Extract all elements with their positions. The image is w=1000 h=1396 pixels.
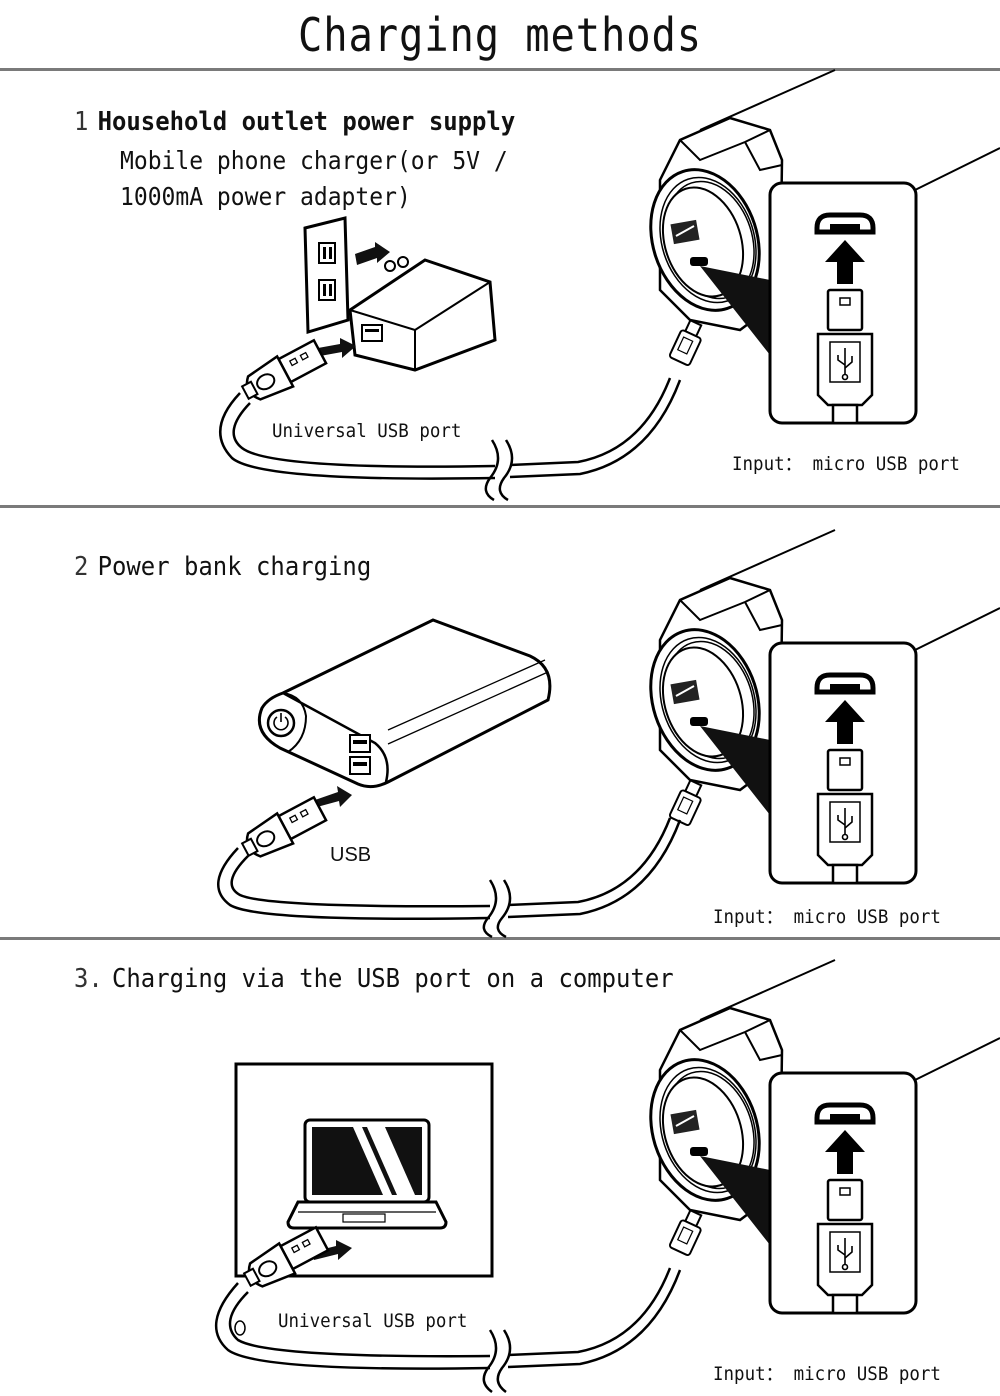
usb-cable bbox=[507, 817, 682, 919]
arrow-icon bbox=[312, 1240, 352, 1260]
input-label: Input： micro USB port bbox=[732, 453, 960, 475]
input-label: Input： micro USB port bbox=[713, 906, 941, 928]
arrow-icon bbox=[355, 242, 390, 265]
divider bbox=[0, 937, 1000, 940]
usb-a-plug-icon bbox=[236, 793, 330, 866]
section-number: 2 bbox=[74, 552, 89, 582]
cable-label: Universal USB port bbox=[272, 420, 462, 442]
usb-cable bbox=[219, 392, 496, 480]
section-computer: 3.Charging via the USB port on a compute… bbox=[0, 940, 1000, 1396]
page-title: Charging methods bbox=[297, 8, 703, 62]
wall-outlet-icon bbox=[303, 216, 350, 334]
usb-cable bbox=[507, 1267, 682, 1369]
section-number: 3. bbox=[74, 964, 103, 994]
device-end-icon bbox=[633, 70, 1000, 423]
laptop-icon bbox=[286, 1118, 448, 1230]
usb-cable bbox=[214, 1282, 491, 1370]
usb-a-plug-icon bbox=[236, 336, 330, 409]
input-label: Input： micro USB port bbox=[713, 1363, 941, 1385]
section-subtitle-line: 1000mA power adapter) bbox=[120, 182, 411, 211]
usb-cable bbox=[509, 377, 682, 479]
arrow-icon bbox=[318, 338, 356, 358]
cable-break-icon bbox=[484, 439, 514, 502]
cable-break-icon bbox=[482, 879, 512, 939]
cable-break-icon bbox=[482, 1329, 512, 1394]
section-number: 1 bbox=[74, 107, 89, 137]
cable-label: USB bbox=[330, 844, 372, 866]
divider bbox=[0, 505, 1000, 508]
usb-cable bbox=[217, 847, 491, 921]
arrow-icon bbox=[315, 786, 352, 807]
divider bbox=[0, 68, 1000, 71]
cable-label: Universal USB port bbox=[278, 1310, 468, 1332]
device-end-icon bbox=[633, 530, 1000, 883]
section-heading: 3.Charging via the USB port on a compute… bbox=[74, 964, 674, 994]
section-subtitle-line: Mobile phone charger(or 5V / bbox=[120, 146, 508, 175]
power-adapter-icon bbox=[348, 256, 497, 372]
power-bank-icon bbox=[257, 618, 552, 789]
device-end-icon bbox=[633, 960, 1000, 1313]
